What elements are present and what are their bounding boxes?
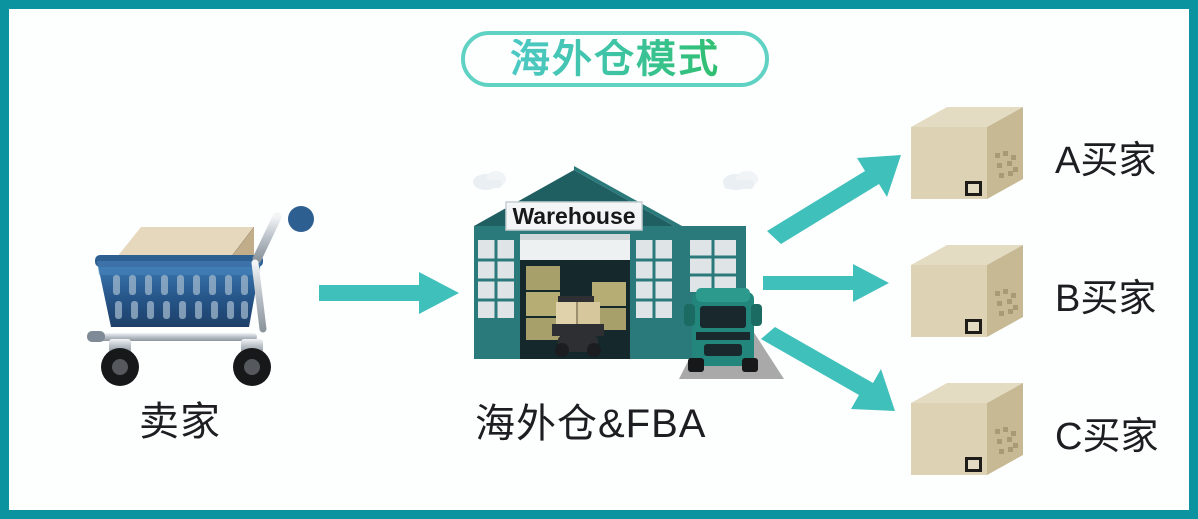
buyer-a-parcel	[907, 101, 1027, 206]
cardboard-parcel-icon	[911, 383, 1023, 475]
forklift-icon	[552, 296, 604, 357]
arrow-warehouse-to-buyer-b	[763, 264, 889, 302]
cloud-icon	[723, 171, 758, 190]
seller-label: 卖家	[139, 400, 221, 444]
seller-node	[79, 189, 329, 394]
buyer-c-label: C买家	[1055, 416, 1159, 458]
page-title: 海外仓模式	[510, 37, 720, 81]
warehouse-label: 海外仓&FBA	[475, 402, 707, 446]
cardboard-parcel-icon	[911, 107, 1023, 199]
buyer-b-parcel	[907, 239, 1027, 344]
buyer-c-parcel	[907, 377, 1027, 482]
arrow-warehouse-to-buyer-a	[767, 155, 901, 244]
cardboard-parcel-icon	[911, 245, 1023, 337]
arrow-warehouse-to-buyer-c	[761, 327, 895, 411]
warehouse-building-icon: Warehouse	[473, 166, 784, 379]
buyer-a-label: A买家	[1055, 140, 1157, 182]
warehouse-node: Warehouse	[464, 164, 784, 389]
buyer-b-label: B买家	[1055, 278, 1157, 320]
title-pill: 海外仓模式	[461, 31, 769, 87]
diagram-canvas: 海外仓模式	[9, 9, 1189, 510]
shopping-cart-with-box-icon	[87, 206, 314, 386]
warehouse-sign-text: Warehouse	[512, 203, 635, 229]
arrow-seller-to-warehouse	[319, 272, 459, 314]
delivery-truck-icon	[684, 288, 762, 372]
cloud-icon	[473, 171, 506, 190]
